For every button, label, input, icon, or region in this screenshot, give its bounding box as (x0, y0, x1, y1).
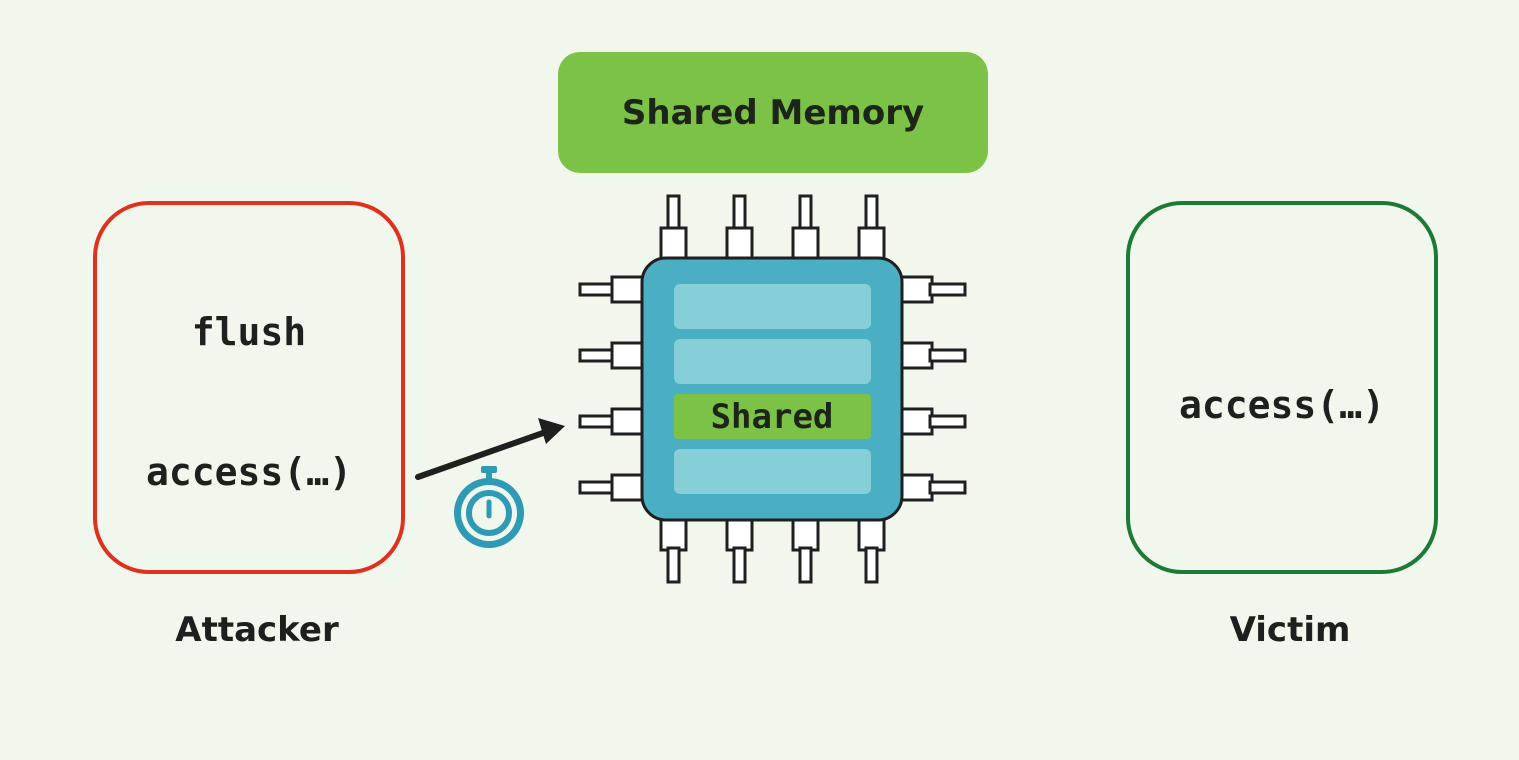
victim-box: access(…) (1126, 201, 1438, 574)
chip-top-pins (659, 194, 886, 262)
shared-cache-line-label: Shared (711, 397, 834, 437)
attacker-box: flush access(…) (93, 201, 405, 574)
cache-line (674, 449, 871, 494)
victim-code-access: access(…) (1179, 383, 1385, 427)
cache-line (674, 284, 871, 329)
chip-bottom-pins (659, 516, 886, 584)
attacker-code-flush: flush (191, 310, 307, 354)
cpu-chip-icon (578, 194, 967, 584)
shared-memory-label: Shared Memory (621, 92, 925, 133)
victim-label: Victim (1229, 610, 1351, 650)
chip-left-pins (578, 275, 646, 502)
attacker-label: Attacker (175, 610, 339, 650)
cache-line-shared (674, 394, 871, 439)
shared-memory-block: Shared Memory (558, 52, 988, 173)
cache-line (674, 339, 871, 384)
stopwatch-icon (454, 466, 524, 548)
attacker-code-access: access(…) (146, 450, 352, 494)
cache-lines (674, 284, 871, 494)
chip-right-pins (898, 275, 967, 502)
arrow-icon (415, 418, 565, 480)
